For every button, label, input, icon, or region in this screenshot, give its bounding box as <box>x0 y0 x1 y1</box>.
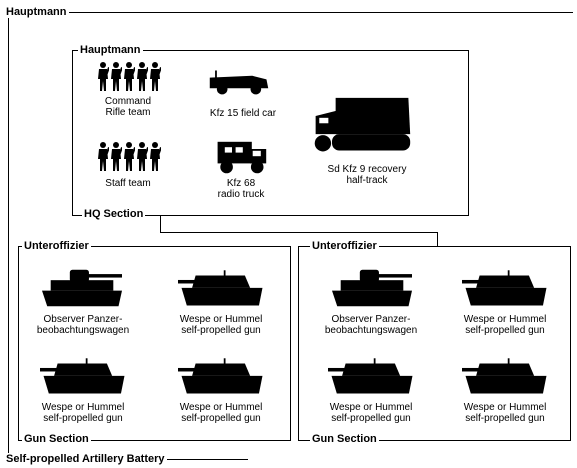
unit-caption: Wespe or Hummel self-propelled gun <box>179 314 263 336</box>
unit-caption: Observer Panzer- beobachtungswagen <box>324 314 418 336</box>
self-propelled-gun-icon <box>178 354 266 396</box>
self-propelled-gun-icon <box>462 266 550 308</box>
unit-caption: Wespe or Hummel self-propelled gun <box>179 402 263 424</box>
staff-team-icon <box>97 142 161 172</box>
unit-caption: Wespe or Hummel self-propelled gun <box>41 402 125 424</box>
gun-section-label: Gun Section <box>310 433 379 445</box>
radio-truck-caption: Kfz 68 radio truck <box>217 178 265 200</box>
battery-title: Self-propelled Artillery Battery <box>4 453 167 465</box>
hq-section-label: HQ Section <box>82 208 146 220</box>
connector-hq-down <box>160 215 161 233</box>
self-propelled-gun-icon <box>40 354 128 396</box>
unit-caption: Observer Panzer- beobachtungswagen <box>36 314 130 336</box>
observer-tank-icon <box>328 268 416 308</box>
gun-section-box <box>18 246 291 441</box>
staff-team-caption: Staff team <box>105 178 151 189</box>
hq-section-box <box>72 50 469 216</box>
unit-caption: Wespe or Hummel self-propelled gun <box>463 402 547 424</box>
connector-horizontal <box>160 232 437 233</box>
self-propelled-gun-icon <box>178 266 266 308</box>
hq-commander-label: Hauptmann <box>78 44 143 56</box>
gun-section-commander-label: Unteroffizier <box>310 240 379 252</box>
gun-section-commander-label: Unteroffizier <box>22 240 91 252</box>
self-propelled-gun-icon <box>328 354 416 396</box>
self-propelled-gun-icon <box>462 354 550 396</box>
gun-section-box <box>298 246 571 441</box>
battery-commander-label: Hauptmann <box>4 6 69 18</box>
unit-caption: Wespe or Hummel self-propelled gun <box>463 314 547 336</box>
observer-tank-icon <box>38 268 126 308</box>
recovery-halftrack-icon <box>312 94 412 158</box>
unit-caption: Wespe or Hummel self-propelled gun <box>329 402 413 424</box>
command-rifle-team-icon <box>97 62 161 92</box>
gun-section-label: Gun Section <box>22 433 91 445</box>
connector-right-down <box>437 232 438 246</box>
recovery-halftrack-caption: Sd Kfz 9 recovery half-track <box>327 164 407 186</box>
radio-truck-icon <box>214 140 268 176</box>
command-rifle-team-caption: Command Rifle team <box>104 96 152 118</box>
field-car-caption: Kfz 15 field car <box>209 108 277 119</box>
field-car-icon <box>208 68 270 96</box>
